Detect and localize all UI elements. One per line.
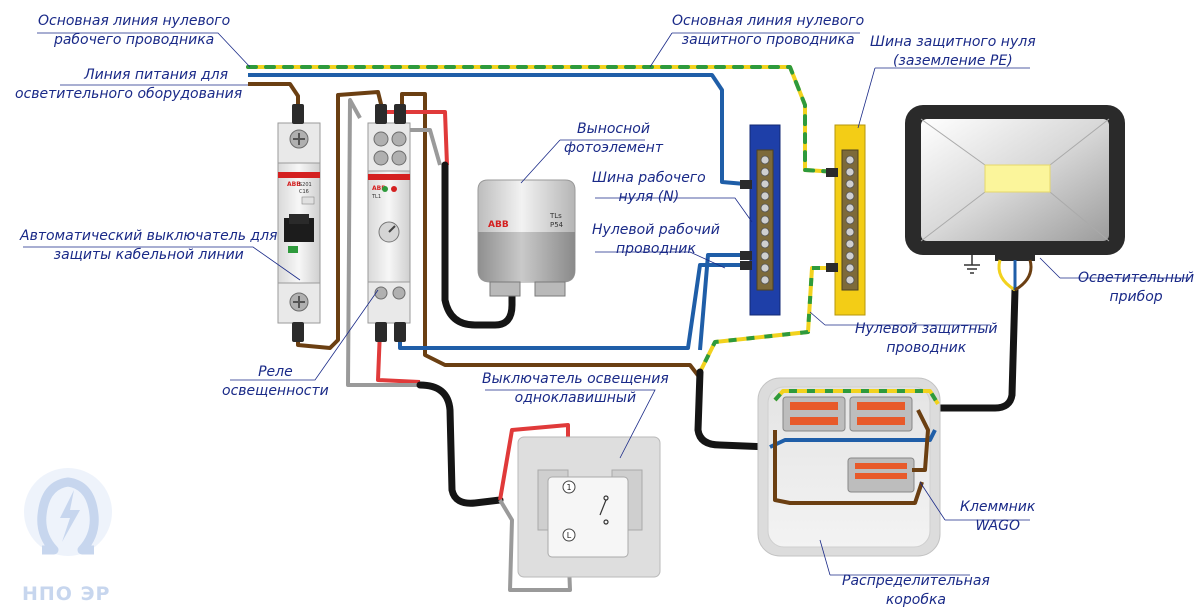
floodlight (905, 105, 1125, 292)
switch-black-cable (416, 381, 504, 507)
label-power-line: Линия питания для осветительного оборудо… (15, 67, 243, 102)
label-lamp: Осветительный прибор (1078, 270, 1195, 305)
photocell-black-cable (441, 161, 516, 329)
switch-terminal-top: 1 (566, 483, 571, 492)
label-photocell: Выносной фотоэлемент (564, 121, 663, 156)
relay-brand: ABB (372, 185, 386, 192)
box-input-black-cable (694, 368, 774, 451)
main-neutral-wire (248, 73, 746, 186)
breaker-brand: ABB (287, 181, 301, 188)
photocell: ABB TLs P54 (477, 179, 576, 297)
breaker-status-indicator (288, 246, 298, 253)
circuit-breaker: ABB S201 C16 (277, 104, 321, 342)
breaker-to-relay-wire (296, 90, 384, 350)
label-switch: Выключатель освещения одноклавишный (482, 371, 669, 406)
light-switch: 1 L (517, 436, 661, 578)
logo-text: НПО ЭР (22, 583, 111, 605)
neutral-to-box-wire (698, 253, 745, 351)
switch-terminal-bottom: L (567, 531, 572, 540)
label-wago: Клеммник WAGO (960, 499, 1036, 534)
lamp-black-cable (931, 286, 1019, 412)
pe-bus (826, 124, 866, 316)
light-relay: ABB TL1 (367, 104, 411, 342)
label-pe-conductor: Нулевой защитный проводник (855, 321, 998, 356)
label-main-pe-line: Основная линия нулевого защитного провод… (672, 13, 865, 48)
relay-red-wire (376, 329, 421, 384)
label-pe-bus: Шина защитного нуля (заземление PE) (870, 34, 1036, 69)
label-main-neutral-line: Основная линия нулевого рабочего проводн… (38, 13, 231, 48)
breaker-model: S201 (299, 182, 312, 188)
label-junction-box: Распределительная коробка (842, 573, 990, 608)
main-pe-wire (246, 65, 840, 174)
power-brown-wire (248, 82, 300, 108)
photocell-model-1: TLs (549, 212, 562, 220)
relay-phase-to-box-wire (400, 92, 702, 380)
ground-icon (964, 255, 980, 274)
leader-lines (23, 32, 1190, 576)
relay-model: TL1 (371, 194, 381, 200)
switch-contact-icon (599, 495, 609, 525)
npo-er-logo-icon (24, 468, 112, 556)
label-breaker: Автоматический выключатель для защиты ка… (20, 228, 278, 263)
neutral-bus (740, 124, 781, 316)
label-relay: Реле освещенности (222, 364, 329, 399)
photocell-brand: ABB (488, 220, 509, 230)
label-neutral-conductor: Нулевой рабочий проводник (592, 222, 720, 257)
label-neutral-bus: Шина рабочего нуля (N) (592, 170, 706, 205)
pe-to-box-wire (698, 266, 838, 373)
junction-box (757, 377, 941, 557)
photocell-model-2: P54 (550, 221, 564, 229)
relay-gray-wire (346, 98, 420, 387)
breaker-rating: C16 (299, 189, 309, 195)
